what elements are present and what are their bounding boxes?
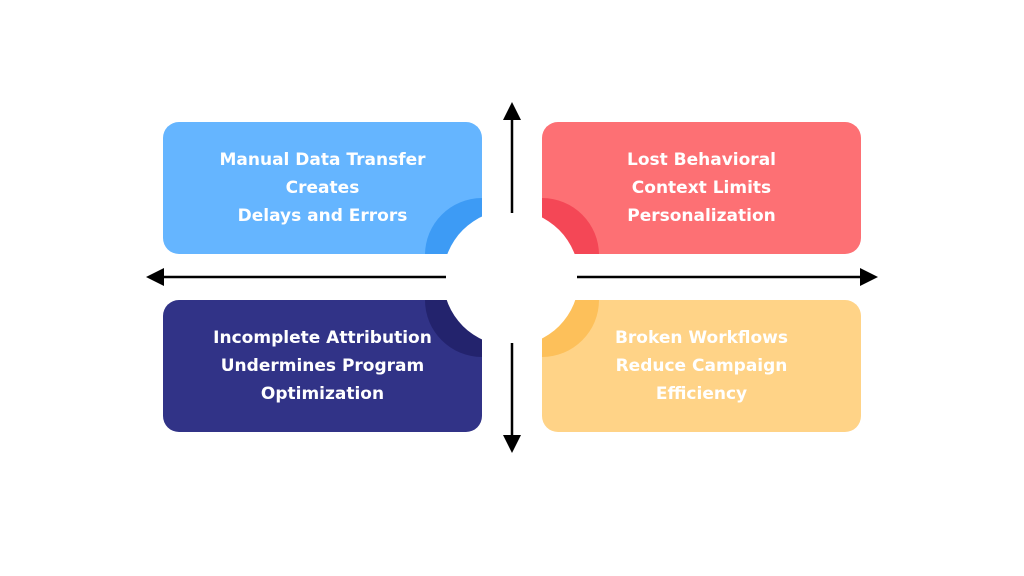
quadrant-label-bottom-right: Broken Workflows Reduce Campaign Efficie… [614,328,789,404]
quadrant-label-top-right: Lost Behavioral Context Limits Personali… [626,150,776,226]
quadrant-card-bottom-left: Incomplete Attribution Undermines Progra… [163,300,482,432]
quadrant-label-bottom-left: Incomplete Attribution Undermines Progra… [213,328,432,404]
quadrant-label-top-left: Manual Data Transfer Creates Delays and … [219,150,426,226]
arrow-up-icon [503,102,521,213]
arrow-down-icon [503,343,521,453]
arrow-right-icon [577,268,878,286]
center-circle [443,210,579,346]
quadrant-card-top-left: Manual Data Transfer Creates Delays and … [163,122,482,254]
quadrant-card-top-right: Lost Behavioral Context Limits Personali… [542,122,861,254]
arrow-left-icon [146,268,446,286]
